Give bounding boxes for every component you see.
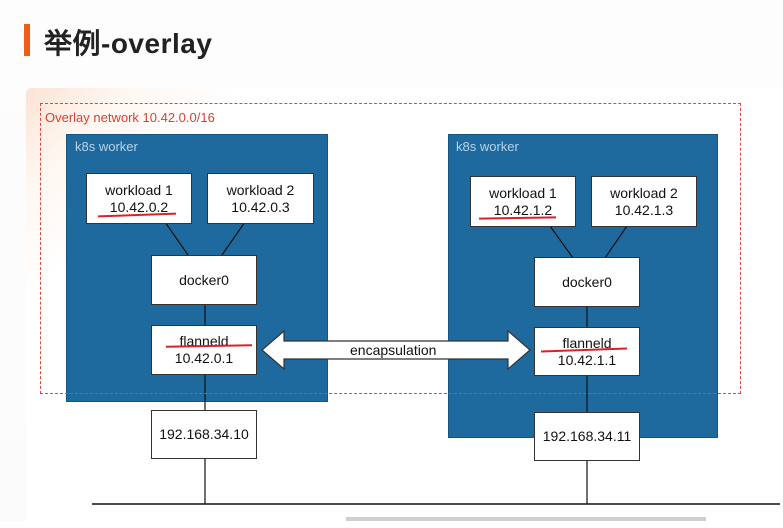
page-title: 举例-overlay: [44, 28, 213, 59]
docker0-left-label: docker0: [179, 271, 229, 288]
overlay-network-label: Overlay network 10.42.0.0/16: [45, 110, 215, 125]
docker0-right: docker0: [534, 257, 640, 307]
flanneld-left: flanneld 10.42.0.1: [151, 325, 257, 375]
workload1-left-name: workload 1: [105, 181, 173, 198]
flanneld-right-ip: 10.42.1.1: [557, 351, 617, 368]
flanneld-left-ip: 10.42.0.1: [174, 350, 234, 366]
workload2-left-ip: 10.42.0.3: [231, 198, 290, 215]
worker-label-left: k8s worker: [75, 139, 138, 154]
workload1-left: workload 1 10.42.0.2: [86, 173, 192, 224]
host-ip-right: 192.168.34.11: [534, 412, 640, 461]
workload1-right: workload 1 10.42.1.2: [470, 176, 576, 227]
flanneld-left-name: flanneld: [179, 333, 229, 349]
workload1-left-ip: 10.42.0.2: [109, 198, 169, 215]
docker0-left: docker0: [151, 255, 257, 305]
workload2-right-ip: 10.42.1.3: [614, 201, 674, 218]
title-accent-bar: [24, 24, 30, 56]
docker0-right-label: docker0: [562, 273, 612, 290]
link-workload2-docker0-right: [604, 225, 628, 259]
link-workload1-docker0-right: [549, 225, 574, 259]
bottom-scroll-indicator: [346, 517, 706, 521]
worker-label-right: k8s worker: [456, 139, 519, 154]
workload2-right-name: workload 2: [610, 184, 678, 201]
link-workload1-docker0-left: [164, 221, 189, 256]
workload2-right: workload 2 10.42.1.3: [591, 176, 697, 227]
encapsulation-label: encapsulation: [350, 342, 437, 358]
host-ip-right-label: 192.168.34.11: [542, 428, 632, 444]
flanneld-right-name: flanneld: [562, 334, 612, 351]
workload2-left-name: workload 2: [226, 181, 295, 198]
flanneld-right: flanneld 10.42.1.1: [534, 327, 640, 376]
workload1-right-ip: 10.42.1.2: [493, 201, 553, 218]
host-ip-left: 192.168.34.10: [151, 410, 257, 459]
link-workload2-docker0-left: [221, 221, 246, 256]
workload1-right-name: workload 1: [489, 184, 557, 201]
workload2-left: workload 2 10.42.0.3: [207, 173, 314, 224]
host-ip-left-label: 192.168.34.10: [159, 426, 249, 442]
